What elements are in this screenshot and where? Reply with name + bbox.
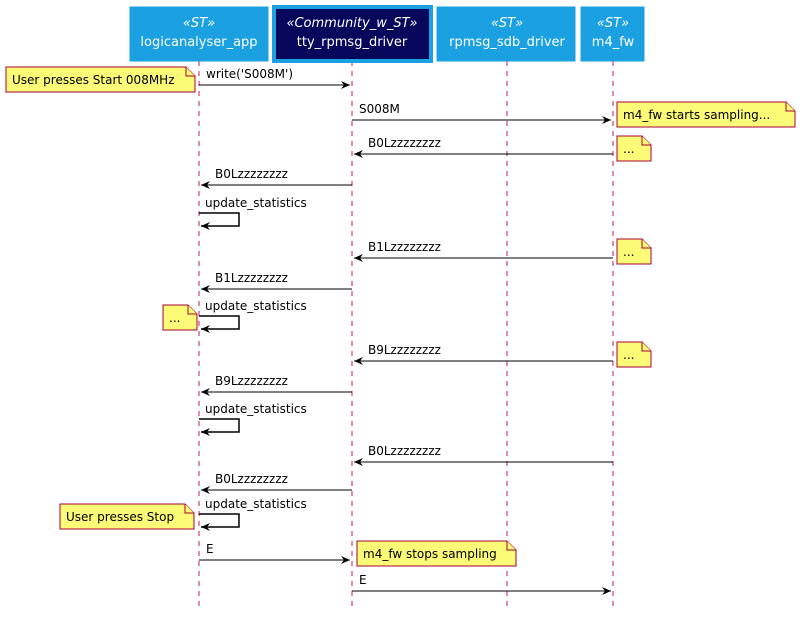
message-label: B0Lzzzzzzzz	[368, 136, 441, 150]
note-body	[616, 101, 796, 128]
message-label: update_statistics	[205, 402, 307, 416]
participant-name: rpmsg_sdb_driver	[449, 35, 565, 50]
note: ...	[616, 238, 652, 265]
note-fold	[641, 136, 651, 146]
note-fold	[506, 541, 516, 551]
note-fold	[641, 342, 651, 352]
participant-box	[580, 6, 645, 62]
participant-stereotype: «Community_w_ST»	[286, 16, 417, 31]
message-label: write('S008M')	[206, 67, 293, 81]
message-arrow: B9Lzzzzzzzz	[201, 374, 352, 396]
participant-m4: «ST» m4_fw	[580, 6, 645, 62]
message-label: S008M	[359, 102, 400, 116]
note-text: User presses Stop	[66, 510, 174, 524]
participant-box	[436, 6, 576, 62]
message-label: E	[206, 542, 214, 556]
participant-stereotype: «ST»	[183, 16, 215, 31]
message-label: update_statistics	[205, 299, 307, 313]
note-fold	[184, 504, 194, 514]
participant-box	[129, 6, 269, 62]
message-arrow: B1Lzzzzzzzz	[201, 271, 352, 293]
note-text: m4_fw stops sampling	[363, 547, 497, 561]
message-arrow: B0Lzzzzzzzz	[201, 472, 352, 494]
note-text: ...	[169, 311, 180, 325]
note-fold	[785, 102, 795, 112]
message-arrow: write('S008M')	[199, 67, 350, 89]
participant-sdb: «ST» rpmsg_sdb_driver	[436, 6, 576, 62]
message-label: update_statistics	[205, 497, 307, 511]
note: ...	[616, 135, 652, 162]
message-arrow: B1Lzzzzzzzz	[354, 240, 613, 262]
participant-box	[272, 5, 433, 63]
note-text: ...	[623, 245, 634, 259]
message-label: B9Lzzzzzzzz	[215, 374, 288, 388]
participant-app: «ST» logicanalyser_app	[129, 6, 269, 62]
message-arrow: E	[352, 573, 611, 595]
message-arrow: S008M	[352, 102, 611, 124]
message-label: B9Lzzzzzzzz	[368, 343, 441, 357]
message-label: B1Lzzzzzzzz	[368, 240, 441, 254]
message-arrow: update_statistics	[199, 497, 307, 531]
message-arrow: update_statistics	[199, 299, 307, 333]
participant-name: m4_fw	[592, 35, 635, 50]
participant-tty: «Community_w_ST» tty_rpmsg_driver	[272, 5, 433, 63]
note-text: ...	[623, 142, 634, 156]
message-label: B1Lzzzzzzzz	[215, 271, 288, 285]
message-label: B0Lzzzzzzzz	[215, 472, 288, 486]
message-label: E	[359, 573, 367, 587]
note-text: m4_fw starts sampling...	[623, 108, 770, 122]
note-text: User presses Start 008MHz	[12, 73, 175, 87]
note: ...	[162, 304, 198, 331]
participant-name: tty_rpmsg_driver	[297, 35, 408, 50]
message-label: update_statistics	[205, 196, 307, 210]
message-label: B0Lzzzzzzzz	[368, 444, 441, 458]
note-body	[59, 503, 195, 530]
message-arrow: B9Lzzzzzzzz	[354, 343, 613, 365]
note: ...	[616, 341, 652, 368]
message-arrow: B0Lzzzzzzzz	[201, 167, 352, 189]
participant-name: logicanalyser_app	[140, 35, 257, 50]
note-body	[356, 540, 517, 567]
message-label: B0Lzzzzzzzz	[215, 167, 288, 181]
message-arrow: update_statistics	[199, 402, 307, 436]
note: m4_fw starts sampling...	[616, 101, 796, 128]
message-arrow: update_statistics	[199, 196, 307, 230]
participant-stereotype: «ST»	[597, 16, 629, 31]
note-fold	[187, 305, 197, 315]
message-arrow: B0Lzzzzzzzz	[354, 444, 613, 466]
note-fold	[641, 239, 651, 249]
note: User presses Stop	[59, 503, 195, 530]
note: m4_fw stops sampling	[356, 540, 517, 567]
participant-stereotype: «ST»	[491, 16, 523, 31]
note-body	[5, 66, 196, 93]
note-fold	[185, 67, 195, 77]
note-text: ...	[623, 348, 634, 362]
message-arrow: B0Lzzzzzzzz	[354, 136, 613, 158]
note: User presses Start 008MHz	[5, 66, 196, 93]
message-arrow: E	[199, 542, 350, 564]
